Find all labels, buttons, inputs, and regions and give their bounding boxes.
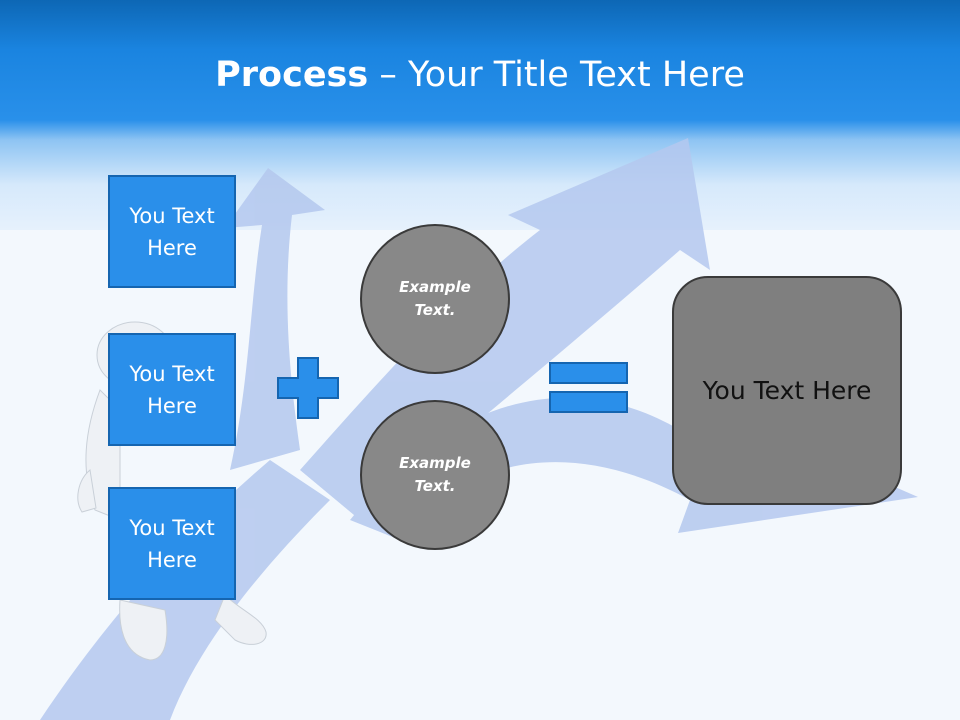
text-box-3: You Text Here bbox=[108, 487, 236, 600]
equals-icon bbox=[549, 362, 628, 413]
example-circle-2: Example Text. bbox=[360, 400, 510, 550]
plus-icon bbox=[277, 357, 339, 419]
title-rest-part: – Your Title Text Here bbox=[368, 55, 745, 95]
text-box-2: You Text Here bbox=[108, 333, 236, 446]
result-box: You Text Here bbox=[672, 276, 902, 505]
text-box-1: You Text Here bbox=[108, 175, 236, 288]
slide-title: Process – Your Title Text Here bbox=[0, 52, 960, 98]
example-circle-1: Example Text. bbox=[360, 224, 510, 374]
title-bold-part: Process bbox=[215, 55, 369, 95]
